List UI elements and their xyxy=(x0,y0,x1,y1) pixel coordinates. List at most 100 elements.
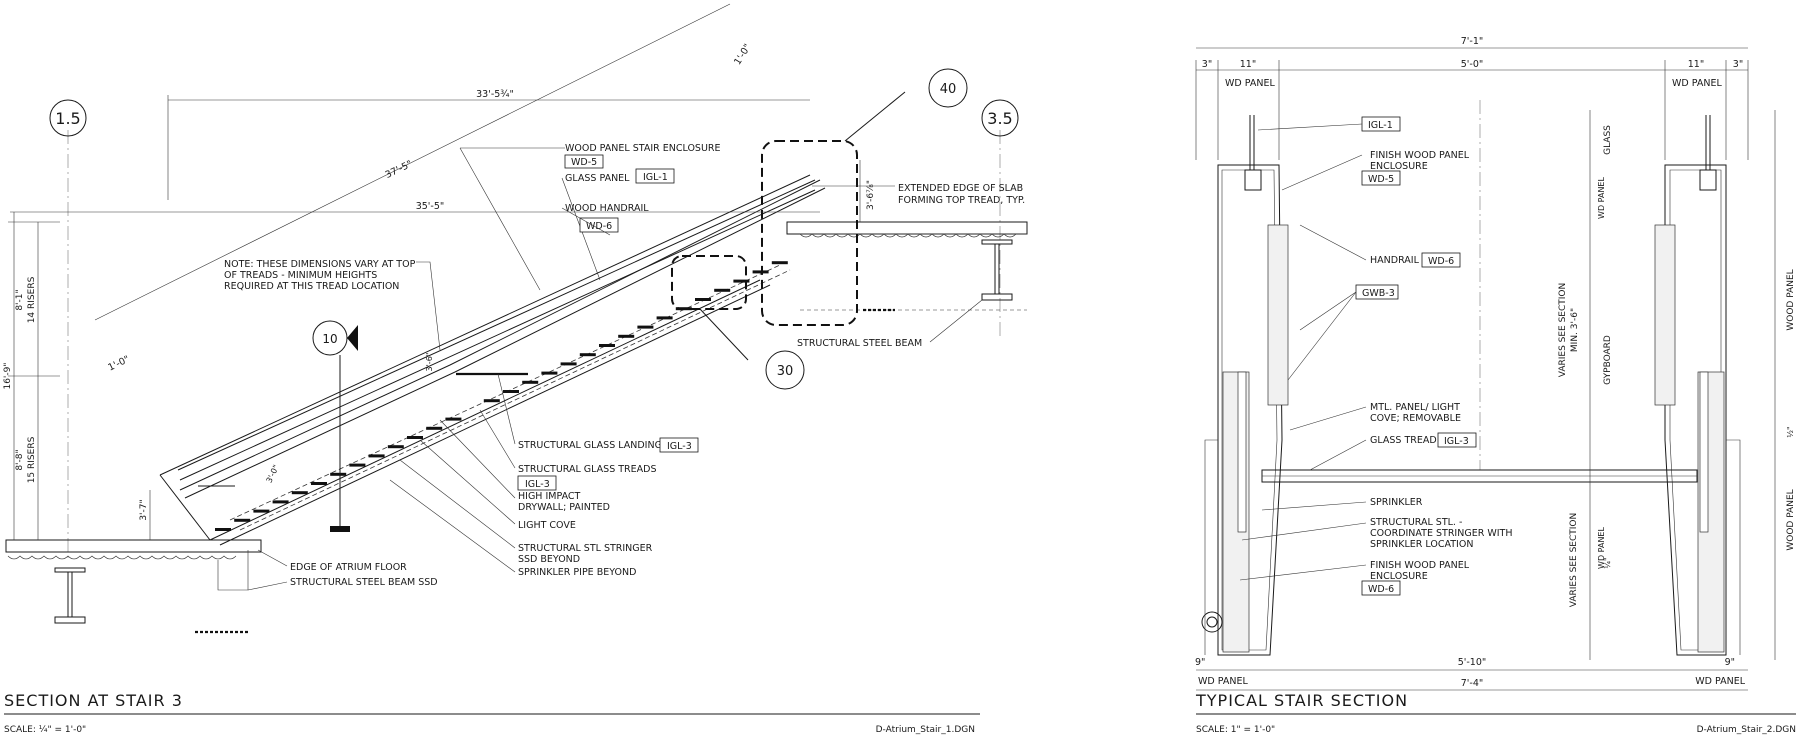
dim-3-0: 3'-0" xyxy=(265,463,281,484)
leader-30 xyxy=(699,308,749,361)
tag-igl-3-landing: IGL-3 xyxy=(667,441,692,452)
dim-11-left: 11" xyxy=(1240,59,1256,70)
grid-bubble-3-5[interactable] xyxy=(981,99,1019,137)
tag-wd-5-left: WD-5 xyxy=(571,157,597,168)
dim-5-0: 5'-0" xyxy=(1461,59,1484,70)
label-structural-stl-2: COORDINATE STRINGER WITH xyxy=(1370,528,1512,539)
dim-16-9: 16'-9" xyxy=(3,362,13,389)
dim-wd-panel-bottom-right: WD PANEL xyxy=(1695,676,1745,687)
grid-bubble-1-5[interactable] xyxy=(49,99,87,137)
tag-gwb-3: GWB-3 xyxy=(1362,288,1395,299)
title-typical-stair-section: TYPICAL STAIR SECTION xyxy=(1195,691,1408,710)
dim-33-5: 33'-5¾" xyxy=(476,89,514,100)
tag-wd-5-right: WD-5 xyxy=(1368,174,1394,185)
glass-tread-step xyxy=(541,371,558,375)
dim-3-7: 3'-7" xyxy=(139,499,149,520)
label-high-impact-1: HIGH IMPACT xyxy=(518,491,581,502)
right-enclosure xyxy=(1654,115,1741,656)
tag-igl-1-right: IGL-1 xyxy=(1368,120,1393,131)
dim-wd-panel-top-right: WD PANEL xyxy=(1672,78,1722,89)
label-handrail: HANDRAIL xyxy=(1370,255,1420,266)
callout-labels-right: IGL-1 FINISH WOOD PANEL ENCLOSURE WD-5 H… xyxy=(1239,116,1512,596)
detail-bubble-40[interactable] xyxy=(928,68,968,108)
dim-11-right: 11" xyxy=(1688,59,1704,70)
tag-wd-6-left: WD-6 xyxy=(586,221,612,232)
glass-tread-step xyxy=(733,279,750,283)
dim-8-1: 8'-1" xyxy=(15,289,25,310)
dim-quarter-inch: ¼" xyxy=(1603,557,1612,568)
label-glass-panel: GLASS PANEL xyxy=(565,173,630,184)
glass-tread-step xyxy=(349,463,366,467)
glass-tread-step xyxy=(637,325,654,329)
label-high-impact-2: DRYWALL; PAINTED xyxy=(518,502,610,513)
glass-tread-step xyxy=(503,390,519,393)
glass-tread-step xyxy=(272,500,289,504)
lower-floor-slab xyxy=(5,539,262,634)
dim-wd-panel-v1: WD PANEL xyxy=(1597,177,1606,219)
tag-igl-3-right: IGL-3 xyxy=(1444,436,1469,447)
glass-tread-step xyxy=(407,436,423,439)
glass-tread-step xyxy=(599,344,615,347)
label-mtl-panel-1: MTL. PANEL/ LIGHT xyxy=(1370,402,1460,413)
dim-3-6: 3'-6" xyxy=(425,353,434,372)
glass-tread-step xyxy=(253,509,270,513)
grid-label-1-5: 1.5 xyxy=(55,109,80,128)
dim-half-inch: ½" xyxy=(1786,426,1795,437)
note-line-1: NOTE: THESE DIMENSIONS VARY AT TOP xyxy=(224,259,416,270)
dim-9-left: 9" xyxy=(1195,657,1205,668)
section-at-stair-3: 1.5 3.5 xyxy=(3,3,1028,735)
detail-bubble-30[interactable] xyxy=(765,350,805,390)
label-extended-edge-2: FORMING TOP TREAD, TYP. xyxy=(898,195,1025,206)
glass-tread-step xyxy=(215,528,231,531)
dim-wd-panel-bottom-left: WD PANEL xyxy=(1198,676,1248,687)
label-structural-stl-1: STRUCTURAL STL. - xyxy=(1370,517,1462,528)
file-name-left: D-Atrium_Stair_1.DGN xyxy=(876,725,975,735)
glass-tread-step xyxy=(752,270,769,274)
dim-3-6-7-8: 3'-6⅞" xyxy=(866,180,876,210)
glass-tread-step xyxy=(387,445,404,449)
dim-top-total: 7'-1" xyxy=(1461,36,1484,47)
dim-varies-lower: VARIES SEE SECTION xyxy=(1569,513,1579,608)
section-marker-10[interactable]: 10 xyxy=(312,320,358,532)
glass-tread-step xyxy=(656,316,673,320)
glass-tread-step xyxy=(714,288,731,292)
vertical-dimensions: VARIES SEE SECTION MIN. 3'-6" VARIES SEE… xyxy=(1558,110,1796,660)
dim-wood-panel-upper: WOOD PANEL xyxy=(1786,269,1796,330)
section-marker-10-label: 10 xyxy=(322,332,337,346)
grid-label-3-5: 3.5 xyxy=(987,109,1012,128)
dim-varies-upper: VARIES SEE SECTION xyxy=(1558,283,1568,378)
title-section-at-stair-3: SECTION AT STAIR 3 xyxy=(4,691,183,710)
glass-tread-step xyxy=(234,518,251,522)
label-finish-wood-panel-b2: ENCLOSURE xyxy=(1370,571,1428,582)
label-finish-wood-panel-2: ENCLOSURE xyxy=(1370,161,1428,172)
dim-37-5: 37'-5" xyxy=(384,159,414,181)
dim-14-risers: 14 RISERS xyxy=(27,276,37,323)
tag-wd-6-bottom: WD-6 xyxy=(1368,584,1394,595)
detail-bubble-40-label: 40 xyxy=(940,82,957,97)
upper-floor-slab xyxy=(786,221,1028,312)
glass-tread-step xyxy=(483,399,500,403)
glass-tread-step xyxy=(426,426,443,430)
stair-enclosure xyxy=(159,174,826,546)
detail-callout-40-box xyxy=(761,140,858,326)
note-line-3: REQUIRED AT THIS TREAD LOCATION xyxy=(224,281,399,292)
glass-tread-step xyxy=(579,353,596,357)
dim-bottom-total: 7'-4" xyxy=(1461,678,1484,689)
label-structural-glass-landing: STRUCTURAL GLASS LANDING xyxy=(518,440,662,451)
label-edge-of-atrium-floor: EDGE OF ATRIUM FLOOR xyxy=(290,562,407,573)
glass-tread-step xyxy=(311,482,327,485)
callout-labels-left: WOOD PANEL STAIR ENCLOSURE WD-5 GLASS PA… xyxy=(224,143,1025,591)
label-wood-panel-enclosure: WOOD PANEL STAIR ENCLOSURE xyxy=(565,143,721,154)
label-extended-edge-1: EXTENDED EDGE OF SLAB xyxy=(898,183,1023,194)
glass-tread-step xyxy=(695,298,711,301)
glass-tread-step xyxy=(368,454,385,458)
detail-callout-30-box xyxy=(671,255,747,310)
label-structural-stl-3: SPRINKLER LOCATION xyxy=(1370,539,1473,550)
glass-tread-step xyxy=(445,417,462,421)
dim-min-3-6: MIN. 3'-6" xyxy=(1570,308,1580,352)
glass-treads xyxy=(215,261,788,531)
dim-gypboard: GYPBOARD xyxy=(1603,335,1613,385)
glass-tread-step xyxy=(330,472,347,476)
dim-35-5: 35'-5" xyxy=(416,201,445,212)
scale-left: SCALE: ¼" = 1'-0" xyxy=(4,725,86,735)
